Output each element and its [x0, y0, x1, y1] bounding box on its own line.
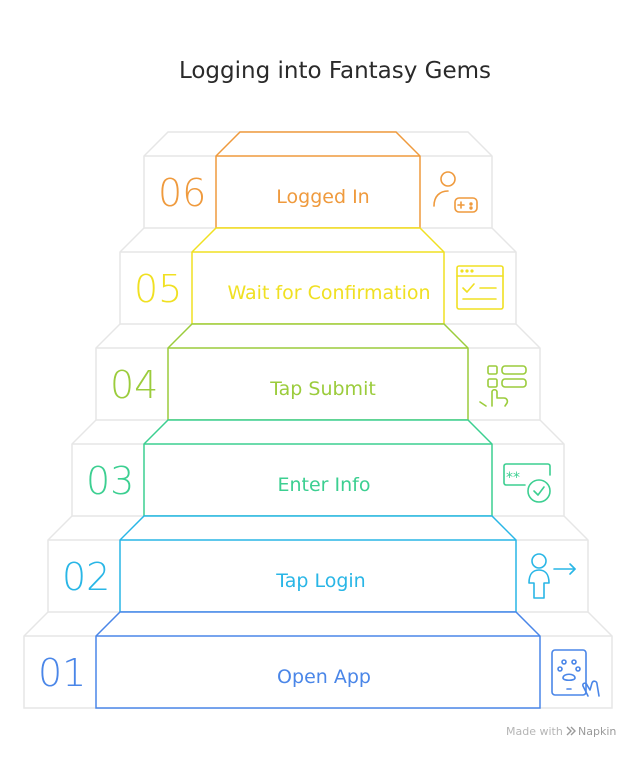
step-02-label: Tap Login: [275, 570, 365, 592]
napkin-logo-icon: [566, 726, 576, 736]
step-02-block: [119, 515, 517, 613]
tap-list-icon: [479, 365, 527, 407]
step-03-block: [143, 419, 493, 517]
napkin-brand-text: Napkin: [578, 725, 616, 738]
step-04: 04 Tap Submit: [110, 323, 527, 421]
step-04-block: [167, 323, 469, 421]
step-01: 01 Open App: [38, 611, 600, 709]
step-02: 02 Tap Login: [62, 515, 576, 613]
confirmation-window-icon: [456, 265, 504, 310]
step-06-label: Logged In: [276, 186, 369, 208]
step-03-label: Enter Info: [278, 474, 371, 496]
made-with-text: Made with: [506, 725, 563, 738]
user-gamepad-icon: [433, 171, 478, 213]
napkin-credit: Made with Napkin: [506, 725, 616, 738]
mobile-app-icon: [551, 649, 600, 697]
step-01-block: [95, 611, 541, 709]
svg-text:**: **: [506, 470, 520, 486]
step-04-number: 04: [110, 363, 158, 407]
step-06-number: 06: [158, 171, 206, 215]
step-01-label: Open App: [277, 666, 371, 688]
diagram-title: Logging into Fantasy Gems: [178, 58, 492, 84]
step-06-block: [215, 131, 421, 229]
step-03: 03 Enter Info **: [86, 419, 551, 517]
stair-background: [23, 131, 613, 709]
step-05-label: Wait for Confirmation: [227, 282, 430, 304]
user-login-icon: [528, 553, 576, 599]
step-05-block: [191, 227, 445, 325]
step-03-number: 03: [86, 459, 134, 503]
step-01-number: 01: [38, 651, 86, 695]
step-05-number: 05: [134, 267, 182, 311]
step-04-label: Tap Submit: [269, 378, 376, 400]
password-check-icon: **: [503, 463, 551, 503]
step-06: 06 Logged In: [158, 131, 478, 229]
step-02-number: 02: [62, 555, 110, 599]
step-05: 05 Wait for Confirmation: [134, 227, 504, 325]
